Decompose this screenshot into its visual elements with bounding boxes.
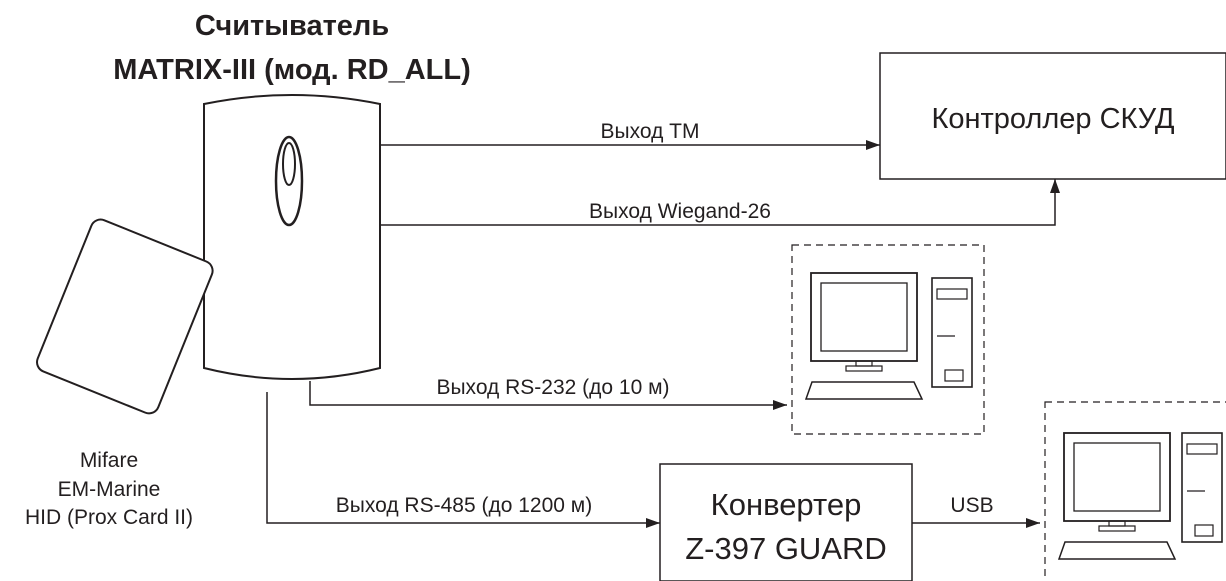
wiegand-connection-label: Выход Wiegand-26 <box>589 200 771 223</box>
usb-connection-label: USB <box>950 494 993 517</box>
card-type-hid: HID (Prox Card II) <box>25 506 193 529</box>
rs485-connection-label: Выход RS-485 (до 1200 м) <box>336 494 592 517</box>
computer-dashed-frame <box>791 244 985 435</box>
system-unit-panel <box>944 369 964 382</box>
keyboard-icon <box>804 381 924 400</box>
reader-title-line1: Считыватель <box>195 10 389 42</box>
monitor-screen <box>820 282 908 352</box>
monitor-screen <box>1073 442 1161 512</box>
computer-icon-usb <box>1044 401 1226 581</box>
rs232-connection-label: Выход RS-232 (до 10 м) <box>436 376 669 399</box>
converter-label-line2: Z-397 GUARD <box>685 531 887 566</box>
system-unit-icon <box>931 277 973 388</box>
monitor-icon <box>1063 432 1171 522</box>
rs232-connection-line <box>309 381 787 410</box>
reader-title-line2: MATRIX-III (мод. RD_ALL) <box>113 54 471 86</box>
reader-device <box>203 94 381 380</box>
reader-led-inner <box>282 142 296 186</box>
system-unit-icon <box>1181 432 1223 543</box>
drive-bay <box>936 288 968 300</box>
reader-body <box>203 94 381 380</box>
monitor-icon <box>810 272 918 362</box>
system-unit-panel <box>1194 524 1214 537</box>
controller-label: Контроллер СКУД <box>931 103 1174 135</box>
computer-icon-rs232 <box>791 244 985 435</box>
rs485-connection-line <box>266 392 660 528</box>
wiegand-connection-line <box>381 179 1060 226</box>
monitor-stand <box>1098 525 1136 532</box>
monitor-stand <box>845 365 883 372</box>
tm-connection-label: Выход TM <box>601 120 700 143</box>
card-shape <box>36 218 214 415</box>
controller-box <box>879 52 1226 180</box>
keyboard-icon <box>1057 541 1177 560</box>
computer-dashed-frame <box>1044 401 1226 581</box>
converter-label-line1: Конвертер <box>711 487 862 522</box>
converter-box <box>659 463 913 581</box>
card-type-em-marine: EM-Marine <box>58 478 161 501</box>
proximity-card <box>36 218 214 415</box>
card-type-mifare: Mifare <box>80 449 138 472</box>
drive-bay <box>1186 443 1218 455</box>
